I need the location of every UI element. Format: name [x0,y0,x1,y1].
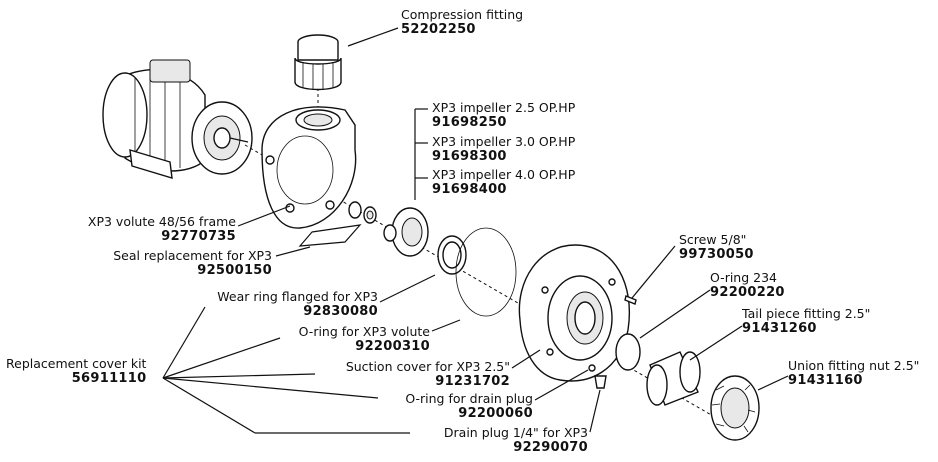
label-union-nut: Union fitting nut 2.5" 91431160 [788,358,919,388]
part-number: 91431160 [788,373,863,388]
part-number: 92200060 [458,406,533,421]
oring-volute-part [455,227,517,317]
screw-part [624,295,637,305]
oring-234-part [615,333,641,371]
label-oring-drain: O-ring for drain plug 92200060 [375,391,533,421]
part-number: 91698400 [432,182,507,197]
part-name: Replacement cover kit [6,356,147,371]
part-name: Screw 5/8" [679,232,747,247]
union-nut-part [710,375,760,441]
label-tail-piece: Tail piece fitting 2.5" 91431260 [742,306,870,336]
part-number: 92200310 [355,339,430,354]
part-number: 91231702 [435,374,510,389]
part-name: O-ring 234 [710,270,777,285]
part-name: XP3 impeller 2.5 OP.HP [432,100,576,115]
part-name: XP3 impeller 4.0 OP.HP [432,167,576,182]
label-compression-fitting: Compression fitting 52202250 [401,7,523,37]
motor [102,59,253,179]
part-number: 92830080 [303,304,378,319]
part-number: 52202250 [401,22,476,37]
part-name: O-ring for XP3 volute [298,324,430,339]
part-number: 92290070 [513,440,588,455]
label-impeller-30: XP3 impeller 3.0 OP.HP 91698300 [432,134,575,164]
label-suction-cover: Suction cover for XP3 2.5" 91231702 [320,359,510,389]
part-number: 91431260 [742,321,817,336]
label-seal: Seal replacement for XP3 92500150 [80,248,272,278]
oring-drain-part [588,364,596,372]
label-impeller-40: XP3 impeller 4.0 OP.HP 91698400 [432,167,575,197]
part-number: 91698300 [432,149,507,164]
part-name: XP3 volute 48/56 frame [87,214,236,229]
wear-ring-part [437,235,467,275]
label-impeller-25: XP3 impeller 2.5 OP.HP 91698250 [432,100,575,130]
part-number: 92770735 [161,229,236,244]
part-name: Tail piece fitting 2.5" [742,306,871,321]
label-cover-kit: Replacement cover kit 56911110 [6,356,146,386]
label-drain-plug: Drain plug 1/4" for XP3 92290070 [405,425,588,455]
label-oring-234: O-ring 234 92200220 [710,270,785,300]
tail-piece-part [646,351,701,406]
part-number: 99730050 [679,247,754,262]
part-name: Drain plug 1/4" for XP3 [443,425,588,440]
leader-lines [162,27,789,434]
drain-plug-part [594,375,607,389]
suction-cover-part [518,244,630,382]
part-number: 92500150 [197,263,272,278]
part-number: 92200220 [710,285,785,300]
label-wear-ring: Wear ring flanged for XP3 92830080 [190,289,378,319]
part-name: Seal replacement for XP3 [113,248,272,263]
seal-part [348,201,377,224]
label-oring-volute: O-ring for XP3 volute 92200310 [270,324,430,354]
part-name: XP3 impeller 3.0 OP.HP [432,134,576,149]
volute-part [261,106,357,229]
part-name: Union fitting nut 2.5" [788,358,920,373]
impeller-part [383,207,429,257]
part-number: 56911110 [71,371,147,386]
part-name: O-ring for drain plug [405,391,533,406]
part-name: Compression fitting [401,7,524,22]
part-name: Wear ring flanged for XP3 [217,289,378,304]
label-volute: XP3 volute 48/56 frame 92770735 [60,214,236,244]
label-screw: Screw 5/8" 99730050 [679,232,754,262]
part-number: 91698250 [432,115,507,130]
compression-fitting-part [294,34,342,91]
part-name: Suction cover for XP3 2.5" [345,359,510,374]
